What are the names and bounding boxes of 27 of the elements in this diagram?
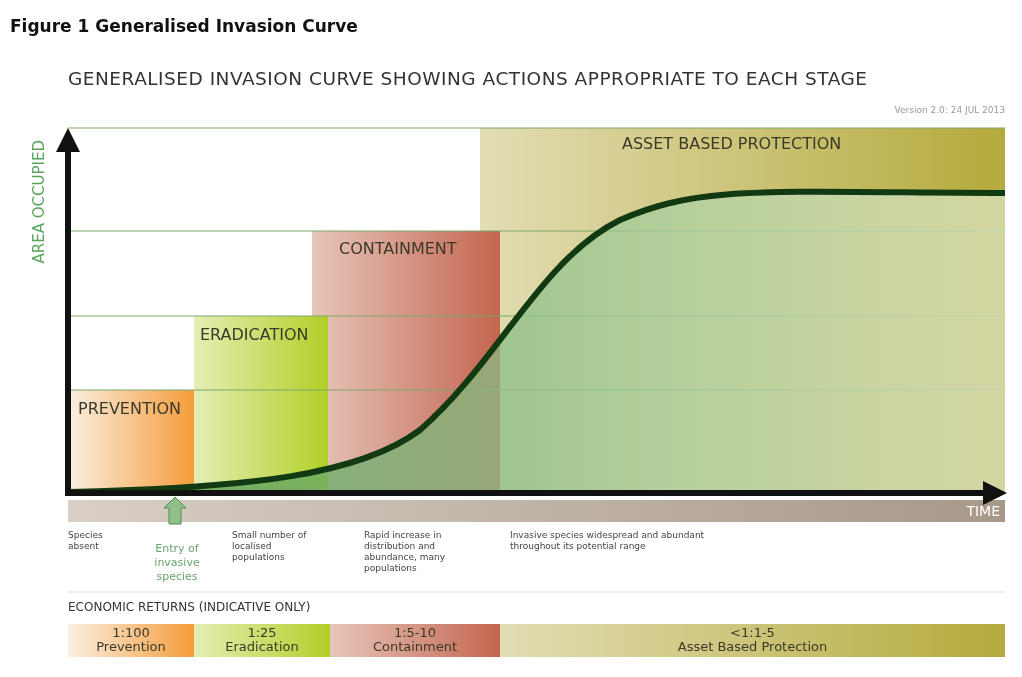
entry-note: Entry of invasive species (153, 542, 201, 584)
chart-heading: GENERALISED INVASION CURVE SHOWING ACTIONS APPROPRIATE TO EACH STAGE (68, 68, 868, 89)
stage-label: PREVENTION (78, 399, 181, 418)
return-label: Asset Based Protection (676, 640, 829, 654)
axis-label: AREA OCCUPIED (30, 140, 48, 264)
stage-label: ERADICATION (200, 325, 309, 344)
return-label: 1:25 (246, 626, 278, 640)
stage-description: Invasive species widespread and abundant throughout its potential range (510, 530, 706, 552)
economic-return-bar (194, 624, 330, 657)
stage-label: CONTAINMENT (339, 239, 457, 258)
return-label: 1:5-10 (392, 626, 438, 640)
economic-return-bar (500, 624, 1005, 657)
axis-label: TIME (966, 503, 1000, 519)
version-note: Version 2.0: 24 JUL 2013 (894, 105, 1005, 115)
section-heading: ECONOMIC RETURNS (INDICATIVE ONLY) (68, 600, 311, 614)
economic-return-bar (330, 624, 500, 657)
return-label: 1:100 (111, 626, 151, 640)
stage-description: Rapid increase in distribution and abundance, many populations (364, 530, 447, 574)
return-label: Eradication (224, 640, 300, 654)
stage-description: Small number of localised populations (232, 530, 308, 563)
return-label: Prevention (95, 640, 167, 654)
return-label: <1:1-5 (729, 626, 776, 640)
return-label: Containment (371, 640, 459, 654)
figure-title: Figure 1 Generalised Invasion Curve (10, 16, 358, 36)
economic-return-bar (68, 624, 194, 657)
stage-description: Species absent (68, 530, 104, 552)
stage-label: ASSET BASED PROTECTION (622, 134, 842, 153)
